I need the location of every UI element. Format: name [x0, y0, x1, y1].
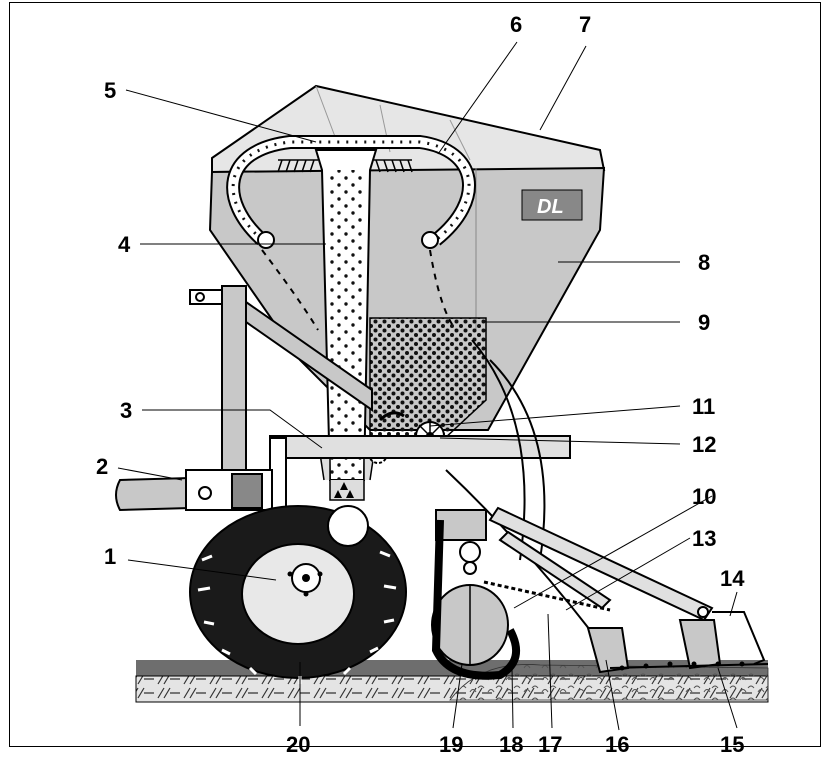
- callout-4: 4: [118, 232, 131, 257]
- drive-wheel: [189, 505, 407, 684]
- callout-12: 12: [692, 432, 716, 457]
- press-spring: [483, 580, 611, 612]
- callout-11: 11: [692, 394, 715, 419]
- callout-18: 18: [499, 732, 523, 757]
- frame-border: [9, 2, 821, 747]
- callout-3: 3: [120, 398, 132, 423]
- callout-1: 1: [104, 544, 116, 569]
- callout-20: 20: [286, 732, 310, 757]
- press-roller: [431, 584, 509, 666]
- callout-16: 16: [605, 732, 629, 757]
- callout-14: 14: [720, 566, 745, 591]
- brand-label: DL: [537, 196, 564, 218]
- callouts: 1 2 3 4 5 6 7 8 9 10 11 12 13 14 15 16 1…: [96, 12, 745, 757]
- fan-housing: [327, 505, 369, 547]
- callout-2: 2: [96, 454, 108, 479]
- callout-8: 8: [698, 250, 710, 275]
- callout-6: 6: [510, 12, 522, 37]
- callout-5: 5: [104, 78, 116, 103]
- frame-tower: [189, 285, 571, 519]
- callout-10: 10: [692, 484, 716, 509]
- hopper-cover: [211, 84, 606, 174]
- drawbar: [115, 469, 273, 512]
- callout-19: 19: [439, 732, 463, 757]
- callout-17: 17: [538, 732, 562, 757]
- brand-plate: [521, 189, 583, 221]
- callout-7: 7: [579, 12, 591, 37]
- distributor-brushes: [277, 159, 413, 173]
- roller-chain: [431, 519, 521, 680]
- callout-13: 13: [692, 526, 716, 551]
- coulter-arm: [435, 506, 714, 622]
- callout-15: 15: [720, 732, 744, 757]
- callout-9: 9: [698, 310, 710, 335]
- seed-reservoir: [369, 317, 487, 453]
- leader-lines: [117, 41, 738, 731]
